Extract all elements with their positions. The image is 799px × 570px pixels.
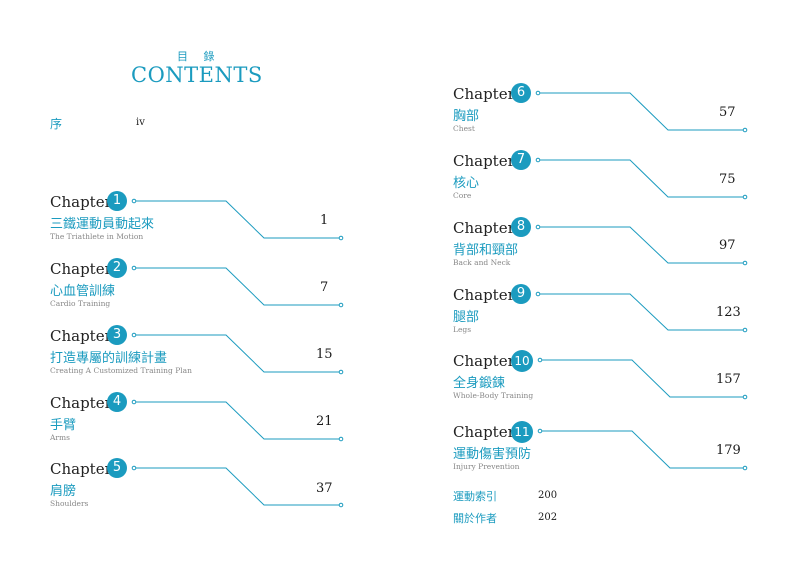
chapter-page-number: 75 (719, 172, 736, 187)
chapter-title-en: Shoulders (50, 499, 89, 508)
chapter-title-en: Creating A Customized Training Plan (50, 366, 192, 375)
chapter-title-zh: 手臂 (50, 418, 77, 433)
appendix-label-index[interactable]: 運動索引 (453, 490, 497, 503)
leader-dot (742, 194, 748, 200)
chapter-title-en: Arms (50, 433, 70, 442)
leader-dot (338, 369, 344, 375)
preface-label: 序 (50, 117, 63, 131)
leader-dot (535, 224, 541, 230)
leader-line (538, 92, 745, 131)
leader-line (540, 359, 745, 398)
chapter-title-en: Injury Prevention (453, 462, 520, 471)
chapter-word: Chapter (453, 219, 515, 237)
chapter-page-number: 97 (719, 238, 736, 253)
chapter-title-zh: 腿部 (453, 310, 480, 325)
chapter-word: Chapter (453, 85, 515, 103)
chapter-title-en: Whole-Body Training (453, 391, 534, 400)
preface-page: iv (136, 117, 145, 128)
chapter-word: Chapter (50, 193, 112, 211)
chapter-page-number: 1 (320, 213, 329, 228)
leader-dot (535, 157, 541, 163)
leader-dot (131, 332, 137, 338)
leader-line (538, 226, 745, 264)
chapter-number-badge: 3 (107, 325, 127, 345)
leader-dot (338, 436, 344, 442)
leader-dot (742, 394, 748, 400)
leader-dot (537, 357, 543, 363)
chapter-page-number: 179 (716, 443, 741, 458)
leader-line (538, 293, 745, 331)
chapter-word: Chapter (453, 352, 515, 370)
leader-dot (131, 465, 137, 471)
leader-dot (535, 291, 541, 297)
toc-title-zh: 目 錄 (177, 50, 221, 63)
leader-dot (535, 90, 541, 96)
leader-dot (742, 260, 748, 266)
chapter-page-number: 15 (316, 347, 333, 362)
appendix-page-author: 202 (538, 512, 558, 523)
appendix-page-index: 200 (538, 490, 558, 501)
chapter-word: Chapter (453, 286, 515, 304)
chapter-title-zh: 全身鍛鍊 (453, 376, 506, 391)
chapter-title-zh: 運動傷害預防 (453, 447, 532, 462)
leader-dot (338, 235, 344, 241)
chapter-title-zh: 胸部 (453, 109, 480, 124)
chapter-title-en: Core (453, 191, 472, 200)
chapter-page-number: 123 (716, 305, 741, 320)
leader-line (134, 200, 341, 239)
leader-dot (131, 399, 137, 405)
leader-dot (742, 327, 748, 333)
chapter-page-number: 57 (719, 105, 736, 120)
leader-line (134, 334, 341, 373)
leader-dot (131, 265, 137, 271)
chapter-title-zh: 心血管訓練 (50, 284, 116, 299)
leader-dot (742, 127, 748, 133)
chapter-title-en: Legs (453, 325, 472, 334)
chapter-page-number: 37 (316, 481, 333, 496)
chapter-title-en: The Triathlete in Motion (50, 232, 144, 241)
leader-dot (742, 465, 748, 471)
chapter-word: Chapter (50, 260, 112, 278)
chapter-number-badge: 2 (107, 258, 127, 278)
chapter-number-badge: 1 (107, 191, 127, 211)
leader-dot (537, 428, 543, 434)
leader-dot (338, 302, 344, 308)
chapter-number-badge: 8 (511, 217, 531, 237)
chapter-number-badge: 9 (511, 284, 531, 304)
leader-dot (338, 502, 344, 508)
chapter-title-en: Back and Neck (453, 258, 511, 267)
chapter-number-badge: 5 (107, 458, 127, 478)
leader-dot (131, 198, 137, 204)
chapter-number-badge: 6 (511, 83, 531, 103)
chapter-number-badge: 7 (511, 150, 531, 170)
chapter-word: Chapter (453, 423, 515, 441)
chapter-title-zh: 核心 (453, 176, 480, 191)
chapter-title-zh: 背部和頸部 (453, 243, 519, 258)
chapter-title-en: Chest (453, 124, 475, 133)
chapter-title-zh: 肩膀 (50, 484, 77, 499)
chapter-number-badge: 10 (511, 350, 533, 372)
chapter-page-number: 21 (316, 414, 333, 429)
chapter-number-badge: 4 (107, 392, 127, 412)
leader-line (134, 267, 341, 306)
leader-line (540, 430, 745, 469)
chapter-number-badge: 11 (511, 421, 533, 443)
appendix-label-author[interactable]: 關於作者 (453, 512, 497, 525)
leader-line (134, 467, 341, 506)
toc-title-en: CONTENTS (131, 63, 263, 87)
chapter-title-en: Cardio Training (50, 299, 111, 308)
chapter-word: Chapter (50, 394, 112, 412)
chapter-word: Chapter (453, 152, 515, 170)
chapter-title-zh: 打造專屬的訓練計畫 (50, 351, 168, 366)
chapter-title-zh: 三鐵運動員動起來 (50, 217, 155, 232)
chapter-page-number: 7 (320, 280, 329, 295)
chapter-word: Chapter (50, 327, 112, 345)
leader-line (538, 159, 745, 198)
chapter-page-number: 157 (716, 372, 741, 387)
leader-line (134, 401, 341, 440)
chapter-word: Chapter (50, 460, 112, 478)
